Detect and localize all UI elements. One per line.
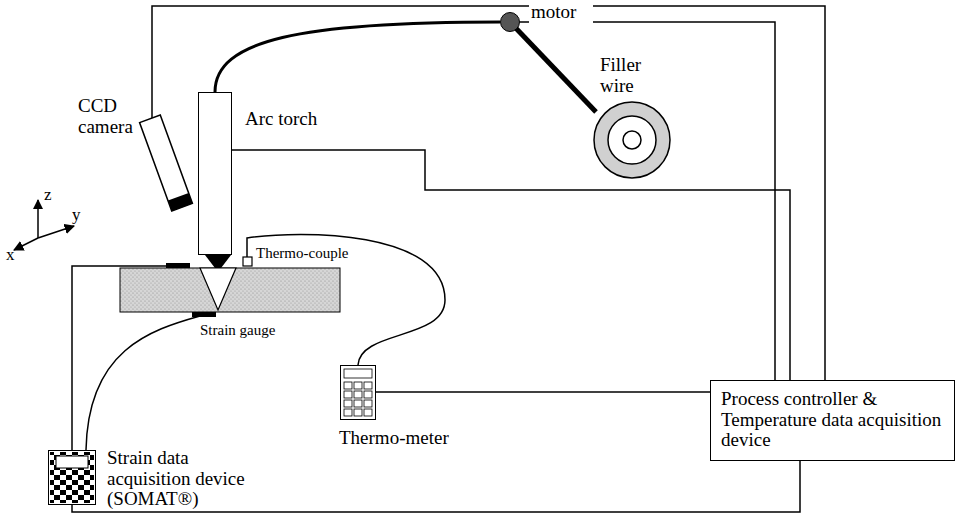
strain-daq-device: Strain data acquisition device (SOMAT®) (48, 450, 96, 505)
strain-gauge-bottom (192, 312, 216, 317)
strain-gauge-label: Strain gauge (200, 322, 310, 338)
signal-wire (376, 391, 710, 393)
gauge-lead (86, 316, 200, 450)
signal-wire (520, 22, 775, 380)
strain-gauge-top (166, 263, 190, 268)
node-label: Thermo-meter (339, 428, 469, 449)
ccd-camera (140, 115, 193, 211)
thermometer-keys (344, 369, 372, 416)
node-label: Arc torch (245, 109, 355, 130)
wire-feed (215, 22, 500, 92)
filler-spool (594, 102, 670, 178)
gauge-lead (72, 266, 166, 450)
node-label: motor (529, 2, 593, 23)
weld-groove (200, 268, 236, 310)
motor-arm (510, 22, 596, 112)
camera-label: CCD camera (78, 96, 148, 137)
workpiece (120, 268, 340, 312)
signal-wire (232, 150, 790, 380)
thermometer-device: Thermo-meter (340, 365, 376, 420)
motor-symbol: motor (500, 12, 520, 32)
spool-ring (608, 116, 656, 164)
arc-torch: Arc torch (198, 92, 232, 255)
axis-label: x (6, 246, 26, 264)
axes (14, 200, 74, 250)
daq-display (56, 456, 88, 468)
spool-hole (623, 131, 641, 149)
axis-label: z (44, 186, 64, 204)
daq-face (50, 452, 94, 503)
controller-box: Process controller & Temperature data ac… (710, 380, 955, 461)
axis-label: y (72, 206, 92, 224)
node-label: Strain data acquisition device (SOMAT®) (107, 448, 272, 510)
thermocouple (243, 257, 252, 266)
filler-label: Filler wire (600, 55, 670, 96)
node-label: Process controller & Temperature data ac… (721, 389, 944, 451)
thermocouple-wire (247, 234, 445, 365)
camera-cable (152, 6, 825, 380)
thermocouple-label: Thermo-couple (256, 245, 366, 261)
